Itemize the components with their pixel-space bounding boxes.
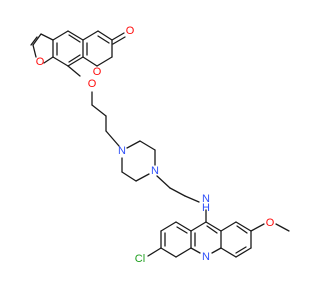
piperazine-nitrogen-label: N [118, 145, 126, 157]
molecule-drawing: O O O O N N N H N O Cl [30, 25, 290, 265]
bond [32, 44, 37, 58]
furan-oxygen-label: O [36, 56, 45, 68]
bond [40, 33, 54, 41]
bond [68, 34, 81, 43]
acridine-nitrogen-label: N [202, 251, 210, 263]
bond [43, 56, 54, 64]
bond [105, 130, 120, 147]
bond [97, 30, 113, 41]
bond [160, 247, 177, 258]
bond [169, 187, 186, 197]
bond [250, 223, 265, 232]
bond [235, 247, 252, 258]
bond [126, 140, 141, 149]
bond [68, 54, 81, 63]
bond [67, 56, 84, 67]
bond [52, 56, 69, 67]
methoxy-oxygen-label: O [266, 217, 275, 229]
amine-hydrogen-label: H [202, 202, 210, 214]
ether-oxygen-label: O [88, 78, 97, 90]
bond [52, 30, 69, 41]
bond [147, 247, 162, 257]
bond [205, 221, 222, 232]
bond [121, 171, 137, 182]
bond [211, 247, 222, 254]
bond [97, 35, 110, 44]
carbonyl-oxygen-label: O [126, 25, 135, 37]
bond [91, 104, 107, 117]
amine-nitrogen-label: N [202, 193, 210, 205]
bond [175, 221, 192, 232]
piperazine-nitrogen-label: N [151, 165, 159, 177]
bond [220, 247, 237, 258]
bond [175, 247, 192, 258]
bond [176, 226, 188, 234]
bond [235, 246, 247, 254]
bond [236, 225, 248, 234]
bond [275, 223, 290, 232]
bond [184, 195, 200, 203]
bond [67, 65, 81, 77]
bond [32, 33, 42, 46]
bond [160, 221, 177, 232]
bond [156, 175, 171, 189]
bond [235, 221, 252, 232]
bond [30, 36, 38, 46]
bond [111, 32, 125, 41]
ring-oxygen-label: O [93, 66, 102, 78]
bond [190, 221, 207, 232]
structure-diagram: O O O O N N N H N O Cl [30, 25, 290, 265]
bond [135, 173, 150, 182]
bond [206, 225, 218, 234]
bond [139, 140, 156, 151]
bonds [30, 30, 290, 258]
chlorine-label: Cl [135, 253, 145, 265]
bond [112, 36, 126, 45]
atom-labels: O O O O N N N H N O Cl [36, 25, 275, 265]
bond [67, 30, 84, 41]
bond [96, 56, 113, 67]
bond [220, 221, 237, 232]
bond [82, 56, 98, 67]
bond [82, 30, 99, 41]
bond [190, 247, 201, 254]
